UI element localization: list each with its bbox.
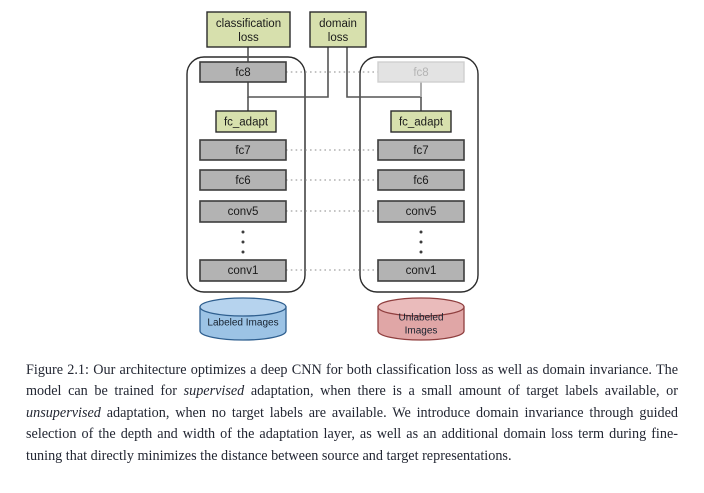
source-layer-conv1[interactable]: conv1 bbox=[199, 259, 287, 282]
target-layer-conv5-label: conv5 bbox=[406, 206, 437, 218]
target-datastore-label-line2: Images bbox=[405, 326, 438, 337]
classification-loss-label-line2: loss bbox=[238, 32, 259, 44]
source-layer-fc6[interactable]: fc6 bbox=[199, 169, 287, 191]
figure-caption: Figure 2.1: Our architecture optimizes a… bbox=[26, 360, 678, 467]
target-layer-fc7[interactable]: fc7 bbox=[377, 139, 465, 161]
source-ellipsis bbox=[241, 230, 245, 254]
source-fc-adapt[interactable]: fc_adapt bbox=[215, 110, 277, 133]
target-layer-fc6[interactable]: fc6 bbox=[377, 169, 465, 191]
target-layer-fc8[interactable]: fc8 bbox=[377, 61, 465, 83]
target-layer-conv1[interactable]: conv1 bbox=[377, 259, 465, 282]
architecture-diagram: classification loss domain loss fc8 fc_a… bbox=[186, 11, 479, 341]
source-fc-adapt-label: fc_adapt bbox=[224, 117, 269, 129]
caption-part1: Our architecture optimizes a deep CNN fo… bbox=[26, 362, 679, 400]
target-layer-conv1-label: conv1 bbox=[406, 265, 437, 277]
target-datastore-label-line1: Unlabeled bbox=[398, 313, 443, 324]
classification-loss-label-line1: classification bbox=[216, 18, 281, 30]
source-layer-fc6-label: fc6 bbox=[235, 175, 250, 187]
caption-part3: adaptation, when no target labels are av… bbox=[26, 404, 678, 464]
target-fc-adapt-label: fc_adapt bbox=[399, 117, 444, 129]
source-datastore-label: Labeled Images bbox=[207, 318, 278, 329]
source-layer-conv5-label: conv5 bbox=[228, 206, 259, 218]
caption-emphasis-supervised: supervised bbox=[183, 383, 245, 400]
target-fc-adapt[interactable]: fc_adapt bbox=[390, 110, 452, 133]
target-layer-fc7-label: fc7 bbox=[413, 145, 428, 157]
target-layer-fc8-label: fc8 bbox=[413, 67, 428, 79]
source-layer-conv1-label: conv1 bbox=[228, 265, 259, 277]
target-ellipsis bbox=[419, 230, 423, 254]
source-datastore[interactable]: Labeled Images bbox=[199, 297, 287, 341]
source-layer-fc8-label: fc8 bbox=[235, 67, 250, 79]
domain-loss-label-line1: domain bbox=[319, 18, 357, 30]
caption-emphasis-unsupervised: unsupervised bbox=[26, 404, 101, 421]
caption-part2: adaptation, when there is a small amount… bbox=[244, 383, 678, 400]
target-datastore[interactable]: Unlabeled Images bbox=[377, 297, 465, 341]
source-layer-fc7-label: fc7 bbox=[235, 145, 250, 157]
domain-loss-node[interactable]: domain loss bbox=[309, 11, 367, 48]
target-layer-conv5[interactable]: conv5 bbox=[377, 200, 465, 223]
source-layer-conv5[interactable]: conv5 bbox=[199, 200, 287, 223]
source-layer-fc8[interactable]: fc8 bbox=[199, 61, 287, 83]
caption-figure-number: Figure 2.1: bbox=[26, 362, 89, 378]
connector-fc8-left-domainloss bbox=[247, 47, 329, 98]
source-layer-fc7[interactable]: fc7 bbox=[199, 139, 287, 161]
classification-loss-node[interactable]: classification loss bbox=[206, 11, 291, 48]
target-layer-fc6-label: fc6 bbox=[413, 175, 428, 187]
domain-loss-label-line2: loss bbox=[328, 32, 349, 44]
